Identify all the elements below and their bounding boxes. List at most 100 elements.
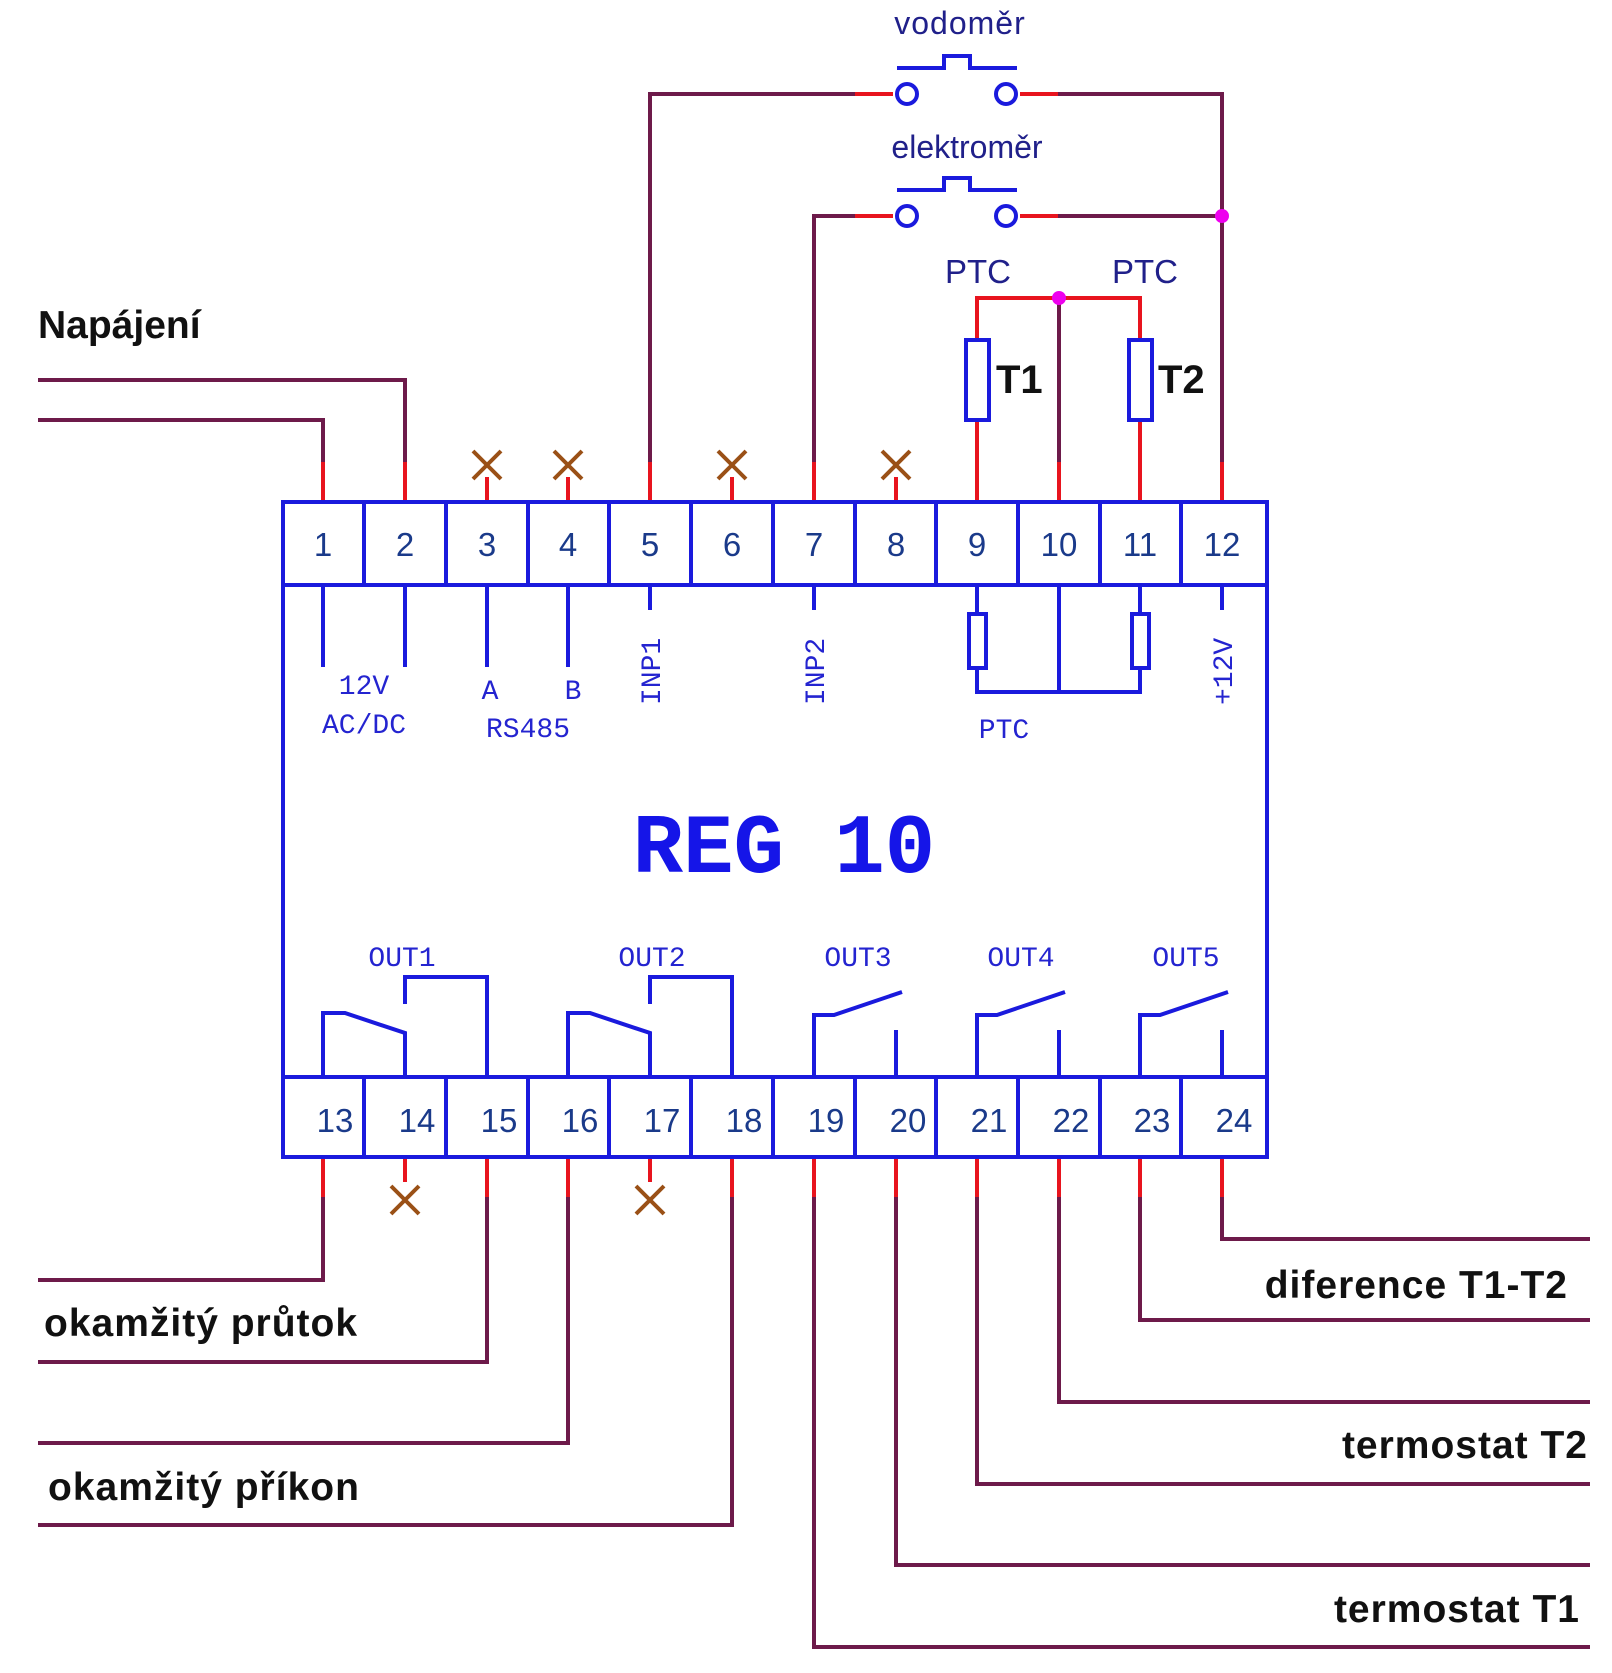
thermostat-t1-wire-19 — [812, 1165, 1590, 1649]
relay-out5 — [1138, 990, 1229, 1077]
terminal-leads — [321, 92, 1224, 1197]
internal-ptc-network — [967, 585, 1151, 694]
internal-ptc-resistor-2 — [1130, 612, 1151, 670]
terminal-23: 23 — [1134, 1102, 1171, 1139]
relay-out3-contacts — [812, 990, 903, 1077]
terminal-7: 7 — [805, 526, 823, 563]
water-meter-wire-right — [1058, 92, 1224, 462]
terminal-3: 3 — [478, 526, 496, 563]
terminal-13: 13 — [317, 1102, 354, 1139]
electricity-meter-wire-left — [812, 214, 855, 462]
relay-out3 — [812, 990, 903, 1077]
internal-ptc-wires — [975, 585, 1142, 694]
label-difference: diference T1-T2 — [1265, 1264, 1568, 1307]
internal-stubs — [321, 585, 1224, 667]
terminal-19: 19 — [808, 1102, 845, 1139]
terminal-22: 22 — [1053, 1102, 1090, 1139]
terminal-4: 4 — [559, 526, 577, 563]
t1-resistor — [964, 338, 991, 422]
label-out4: OUT4 — [987, 944, 1054, 975]
terminal-20: 20 — [890, 1102, 927, 1139]
terminal-14: 14 — [399, 1102, 436, 1139]
difference-wire-23 — [1138, 1165, 1590, 1322]
unused-mark-8 — [880, 449, 912, 481]
terminal-12: 12 — [1204, 526, 1241, 563]
terminal-24: 24 — [1216, 1102, 1253, 1139]
unused-mark-17 — [634, 1184, 666, 1216]
top-terminal-dividers — [362, 502, 1183, 585]
device-title: REG 10 — [633, 803, 935, 898]
label-t2: T2 — [1158, 358, 1205, 402]
consumption-wire-16 — [38, 1165, 570, 1445]
terminal-21: 21 — [971, 1102, 1008, 1139]
label-ptc-left: PTC — [945, 253, 1011, 290]
junction-dot-12 — [1215, 209, 1229, 223]
terminal-8: 8 — [887, 526, 905, 563]
relay-out5-contacts — [1138, 990, 1229, 1077]
label-rs485-b: B — [565, 677, 582, 708]
relay-out2 — [566, 975, 734, 1077]
unused-mark-3 — [471, 449, 503, 481]
difference-wire-24 — [1220, 1165, 1590, 1241]
label-ptc-right: PTC — [1112, 253, 1178, 290]
thermostat-t2-wire-22 — [1057, 1165, 1590, 1404]
bottom-terminal-dividers — [362, 1077, 1183, 1157]
t1-lead-top — [975, 296, 1059, 340]
label-12v: 12V — [339, 672, 390, 703]
terminal-17: 17 — [644, 1102, 681, 1139]
label-t1: T1 — [996, 358, 1043, 402]
water-meter-actuator — [897, 54, 1017, 70]
label-thermostat-t1: termostat T1 — [1334, 1588, 1580, 1631]
relay-out1 — [321, 975, 489, 1077]
electricity-meter-switch — [895, 176, 1018, 228]
label-ac-dc: AC/DC — [322, 711, 406, 742]
consumption-wire-18 — [38, 1165, 734, 1527]
electricity-meter-actuator — [897, 176, 1017, 192]
label-plus12v: +12V — [1210, 638, 1241, 705]
relay-out4 — [975, 990, 1066, 1077]
power-wire-1 — [38, 418, 325, 462]
terminal-18: 18 — [726, 1102, 763, 1139]
label-rs485: RS485 — [486, 715, 570, 746]
water-meter-wire-left — [648, 92, 855, 462]
electricity-meter-contact-left — [895, 204, 919, 228]
t2-lead-top — [1059, 296, 1142, 340]
label-electricity-meter: elektroměr — [891, 129, 1043, 165]
label-out5: OUT5 — [1152, 944, 1219, 975]
label-inp2: INP2 — [802, 638, 833, 705]
terminal-11: 11 — [1123, 526, 1157, 563]
internal-ptc-resistor-1 — [967, 612, 988, 670]
relay-out2-contacts — [566, 975, 734, 1077]
terminal-9: 9 — [968, 526, 986, 563]
label-out1: OUT1 — [368, 944, 435, 975]
label-power: Napájení — [38, 304, 202, 347]
terminal-16: 16 — [562, 1102, 599, 1139]
terminal-15: 15 — [481, 1102, 518, 1139]
label-inp1: INP1 — [638, 638, 669, 705]
terminal-1: 1 — [314, 526, 332, 563]
terminal-10: 10 — [1041, 526, 1078, 563]
label-thermostat-t2: termostat T2 — [1342, 1424, 1588, 1467]
terminal-5: 5 — [641, 526, 659, 563]
label-consumption: okamžitý příkon — [48, 1466, 360, 1509]
unused-mark-6 — [716, 449, 748, 481]
label-flow: okamžitý průtok — [44, 1302, 358, 1345]
relay-out4-contacts — [975, 990, 1066, 1077]
relay-out1-contacts — [321, 975, 489, 1077]
label-water-meter: vodoměr — [894, 5, 1026, 41]
water-meter-contact-right — [994, 82, 1018, 106]
junction-dot-ptc — [1052, 291, 1066, 305]
thermostat-t2-wire-21 — [975, 1165, 1590, 1486]
power-wire-2 — [38, 378, 407, 462]
label-rs485-a: A — [482, 677, 499, 708]
water-meter-contact-left — [895, 82, 919, 106]
unused-mark-14 — [389, 1184, 421, 1216]
label-internal-ptc: PTC — [979, 716, 1029, 747]
flow-wire-15 — [38, 1165, 489, 1364]
label-out3: OUT3 — [824, 944, 891, 975]
terminal-2: 2 — [396, 526, 414, 563]
unused-mark-4 — [552, 449, 584, 481]
unused-marks — [389, 449, 912, 1216]
t2-resistor — [1127, 338, 1154, 422]
